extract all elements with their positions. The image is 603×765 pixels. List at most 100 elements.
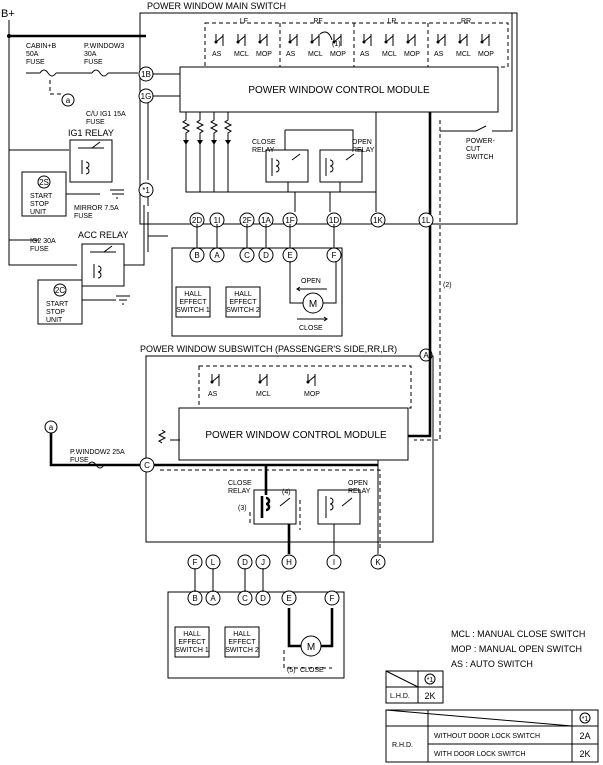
svg-text:D: D [260,594,266,603]
svg-text:C: C [242,594,248,603]
text-line: FUSE [70,457,89,464]
sub-switch-mcl: MCL [256,374,271,398]
main-switch-rr-mop: MOP [478,34,494,58]
switch-label: AS [360,51,370,58]
sub-a-thick-wire [408,344,432,438]
svg-text:2A: 2A [579,731,590,741]
svg-text:2D: 2D [192,216,202,225]
sub-terminal-k: K [370,554,386,570]
text-line: SWITCH [466,154,494,161]
svg-text:*1: *1 [582,716,589,723]
sub-motor-assembly [167,591,345,679]
text-line: STOP [46,309,65,316]
text-line: SWITCH 2 [225,647,259,654]
sub-dashed-paths [249,500,301,530]
svg-text:C: C [244,251,250,260]
switch-label: MCL [456,51,471,58]
main-motor-pin-a: A [209,247,225,263]
sub-dashed-feed [160,469,381,550]
switch-group-label: LF [240,18,248,25]
main-motor-assembly [171,247,343,337]
svg-text:1D: 1D [329,216,339,225]
sub-hall-switch-1 [174,626,210,658]
svg-text:L.H.D.: L.H.D. [390,693,410,700]
legend-mcl: MCL : MANUAL CLOSE SWITCH [451,629,585,639]
dashed-path-2 [414,120,441,441]
sub-switch-area [198,365,412,409]
sub-motor-pin-f: F [324,590,340,606]
switch-label: MOP [304,391,320,398]
svg-text:a: a [49,423,54,432]
main-terminal-1g: 1G [138,88,154,104]
sub-motor-pin-d: D [255,590,271,606]
acc-relay-internal [90,245,116,279]
switch-group-label: RR [461,18,471,25]
text-line: RELAY [228,488,251,495]
svg-text:*1: *1 [427,677,434,684]
svg-text:F: F [330,594,335,603]
sub-motor: M [300,635,322,657]
main-left-feed [147,212,168,252]
main-terminal-drops [196,224,335,248]
rhd-table: *1 R.H.D. WITHOUT DOOR LOCK SWITCH 2A WI… [385,709,599,763]
power-cut-switch [440,13,513,132]
switch-label: MOP [478,51,494,58]
main-motor-pin-f: F [326,247,342,263]
switch-group-label: RF [313,18,322,25]
sub-motor-pin-b: B [187,590,203,606]
sub-control-module [178,407,409,461]
main-close-label: CLOSE [299,325,323,332]
text-line: SWITCH 1 [176,307,210,314]
main-relay-coils [271,158,334,176]
main-hall-switch-2 [225,286,261,318]
sub-terminal-j: J [255,554,271,570]
note-1-arrow [319,31,333,41]
main-switch-rf-mop: MOP [330,34,346,58]
main-open-relay [319,149,363,183]
note-2: (2) [443,282,452,289]
sub-close-relay [253,489,297,525]
sub-terminal-f: F [187,554,203,570]
switch-label: MOP [256,51,272,58]
text-line: 30A [84,51,97,58]
svg-text:K: K [375,558,381,567]
sub-switch-title: POWER WINDOW SUBSWITCH (PASSENGER'S SIDE… [140,344,397,354]
note-3: (3) [238,505,247,512]
switch-label: MCL [308,51,323,58]
svg-text:M: M [307,642,315,653]
main-switch-lf-mcl: MCL [234,34,249,58]
sub-terminal-d: D [237,554,253,570]
sub-switch-mop: MOP [304,374,320,398]
text-line: SWITCH 2 [226,307,260,314]
svg-text:WITH DOOR LOCK SWITCH: WITH DOOR LOCK SWITCH [434,751,525,758]
sub-motor-pin-a: A [205,590,221,606]
text-line: CUT [466,146,481,153]
node-2s: 2S [37,175,51,189]
switch-label: AS [212,51,222,58]
switch-group-area [204,22,509,68]
acc-relay-box [81,243,125,287]
main-motor-pin-d: D [258,247,274,263]
switch-group-label: LR [388,18,397,25]
main-internal-wires [147,73,180,206]
text-line: RELAY [348,488,371,495]
switch-label: MOP [404,51,420,58]
main-motor-pin-b: B [189,247,205,263]
sub-motor-pin-e: E [281,590,297,606]
text-line: FUSE [30,246,49,253]
node-a-sub: a [44,420,58,434]
main-module-label: POWER WINDOW CONTROL MODULE [248,85,430,96]
acc-wires [82,205,145,305]
main-switch-lr-mcl: MCL [382,34,397,58]
